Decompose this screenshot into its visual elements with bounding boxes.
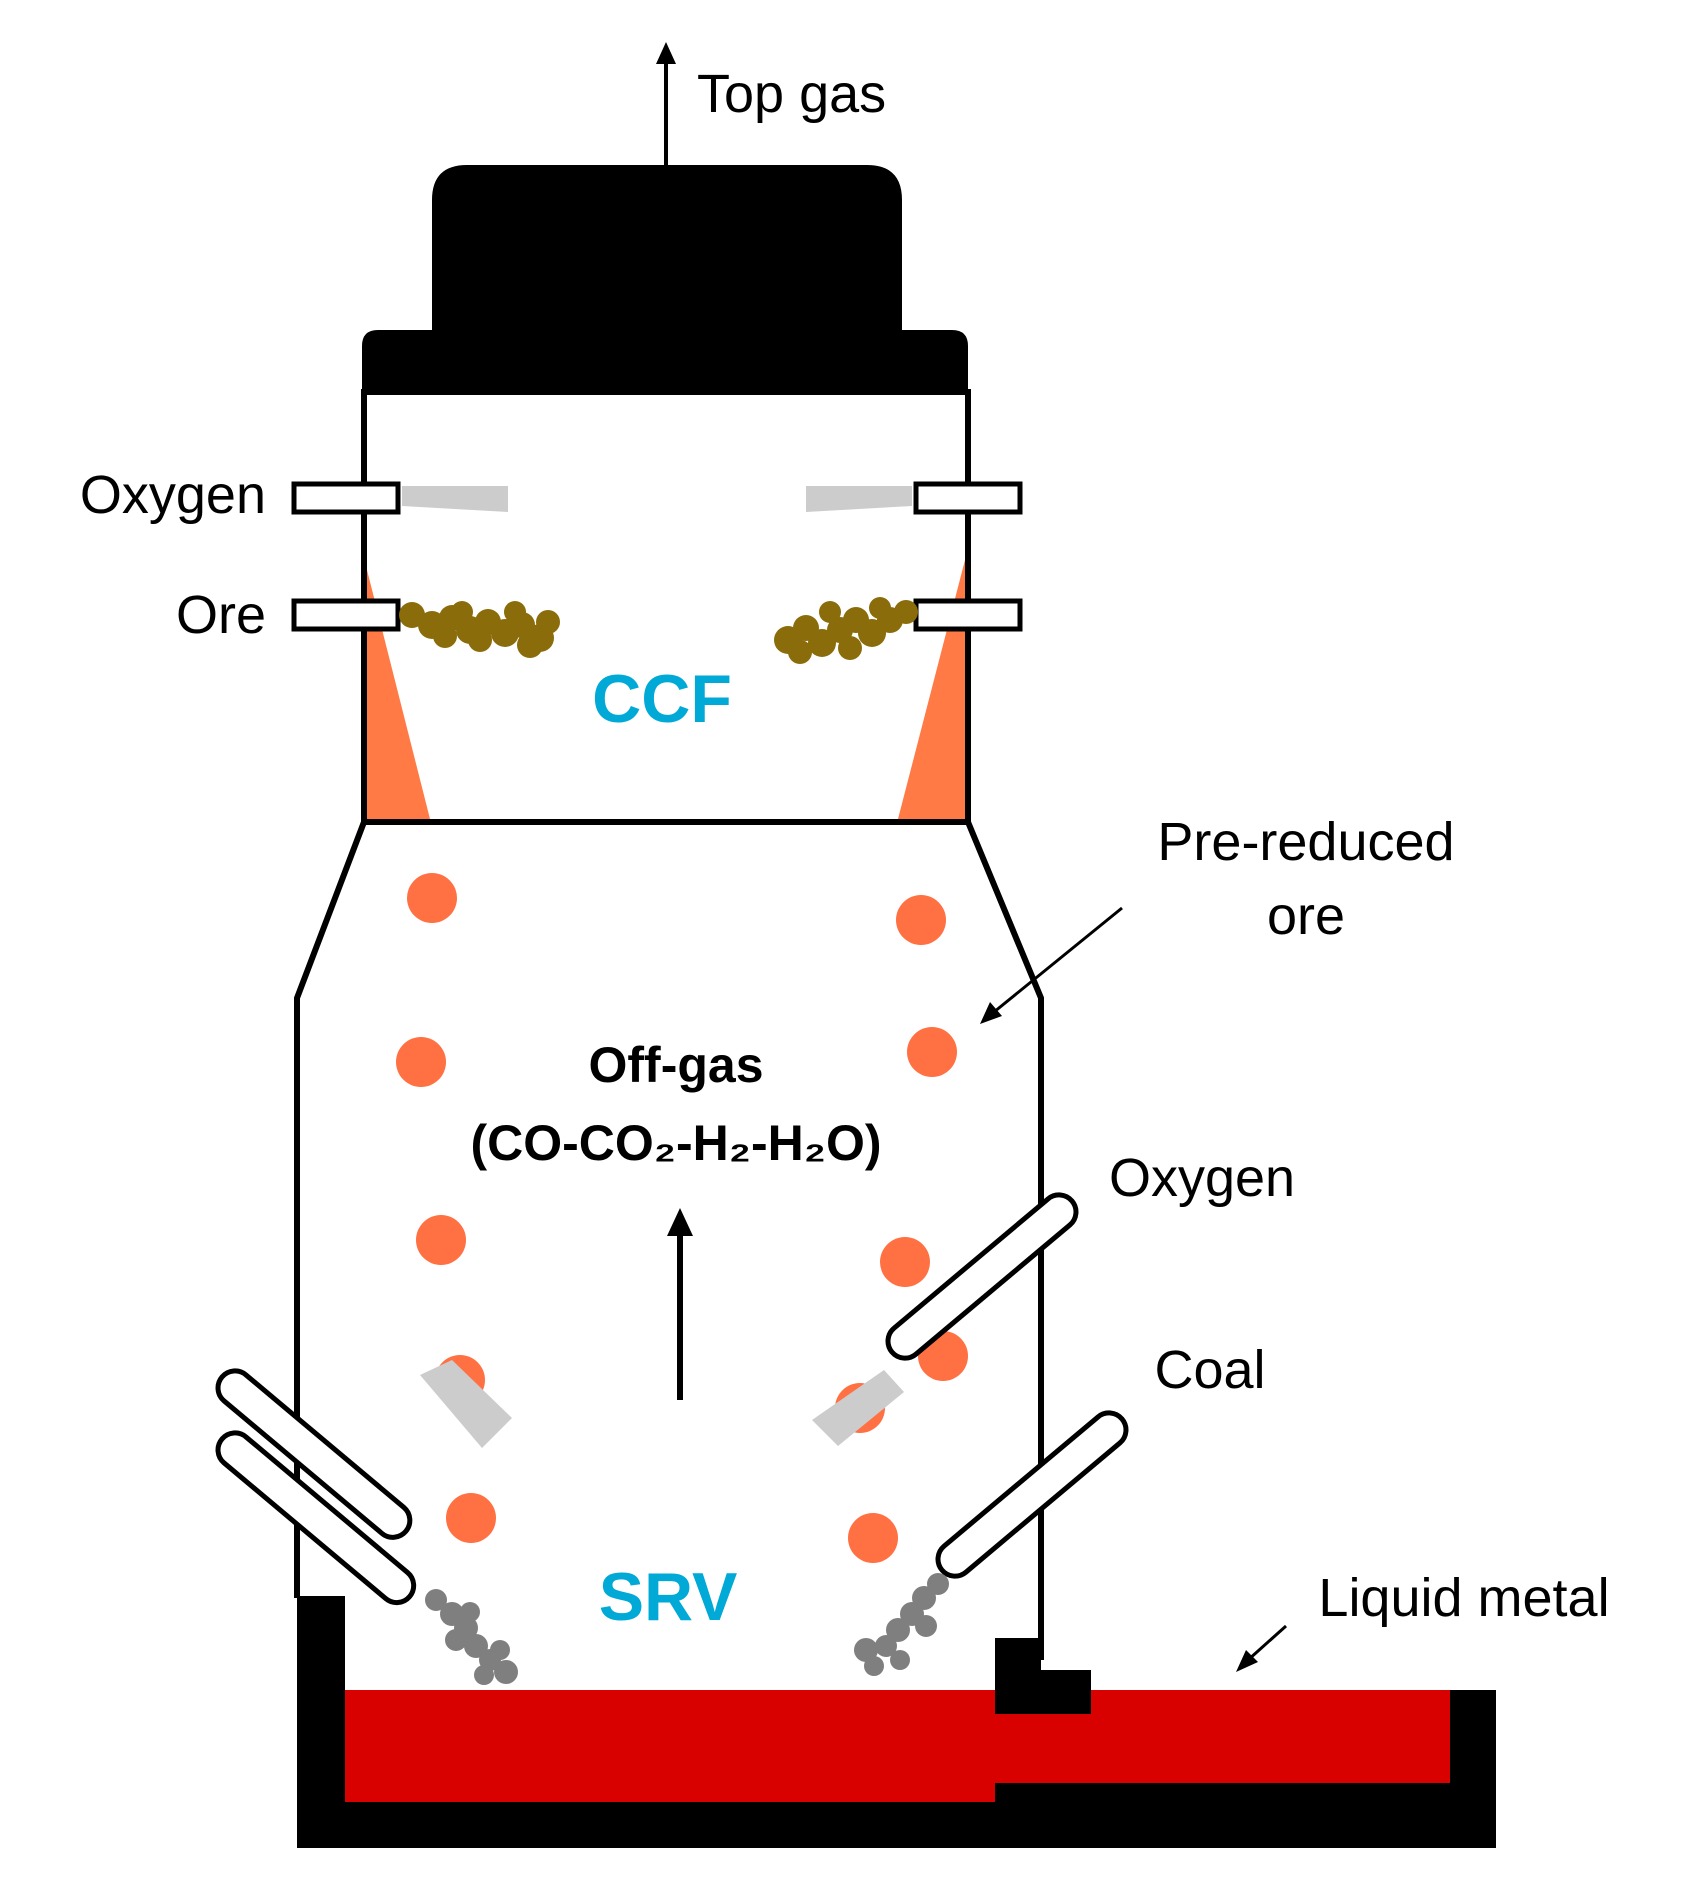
liquid-metal-pool-left	[345, 1690, 995, 1802]
ore-lumps-left	[399, 601, 560, 658]
liquid-metal-pointer	[1236, 1624, 1288, 1672]
ore-port-left	[291, 598, 401, 632]
oxygen-jet-left	[402, 486, 508, 512]
coal-lance-right	[935, 1410, 1129, 1579]
top-gas-label: Top gas	[697, 64, 886, 124]
offgas-label-line1: Off-gas	[589, 1037, 764, 1093]
pre-reduced-ore-label-line1: Pre-reduced	[1157, 812, 1454, 872]
pre-reduced-ore-label-line2: ore	[1267, 886, 1345, 946]
coal-particles-right	[854, 1573, 949, 1676]
coal-particles-left	[425, 1589, 518, 1685]
oxygen-lance-right	[885, 1192, 1079, 1361]
srv-vessel-outline	[294, 820, 1044, 1660]
refractory-left	[367, 570, 430, 819]
oxygen-lance-left	[215, 1368, 413, 1540]
oxygen-jet-right	[806, 486, 912, 512]
ore-lumps-right	[774, 597, 918, 664]
coal-lance-left	[215, 1430, 417, 1606]
oxygen-jet-lance-left	[420, 1360, 512, 1448]
top-hood	[362, 165, 968, 392]
oxygen-port-left	[291, 481, 401, 515]
oxygen-jet-lance-right	[812, 1370, 904, 1446]
forehearth-divider	[995, 1638, 1450, 1802]
liquid-metal-label: Liquid metal	[1318, 1568, 1609, 1628]
srv-label: SRV	[599, 1559, 738, 1635]
coal-label: Coal	[1154, 1340, 1265, 1400]
ore-label: Ore	[176, 585, 266, 645]
offgas-arrow	[667, 1208, 693, 1400]
ore-port-right	[913, 598, 1023, 632]
top-gas-arrow	[656, 42, 676, 165]
offgas-label-line2: (CO-CO₂-H₂-H₂O)	[470, 1115, 881, 1171]
oxygen-port-right	[913, 481, 1023, 515]
ccf-label: CCF	[592, 661, 732, 737]
oxygen-top-label: Oxygen	[80, 465, 266, 525]
hearth	[297, 1596, 1496, 1848]
oxygen-lance-label: Oxygen	[1109, 1148, 1295, 1208]
pre-reduced-ore-pointer	[980, 906, 1123, 1024]
